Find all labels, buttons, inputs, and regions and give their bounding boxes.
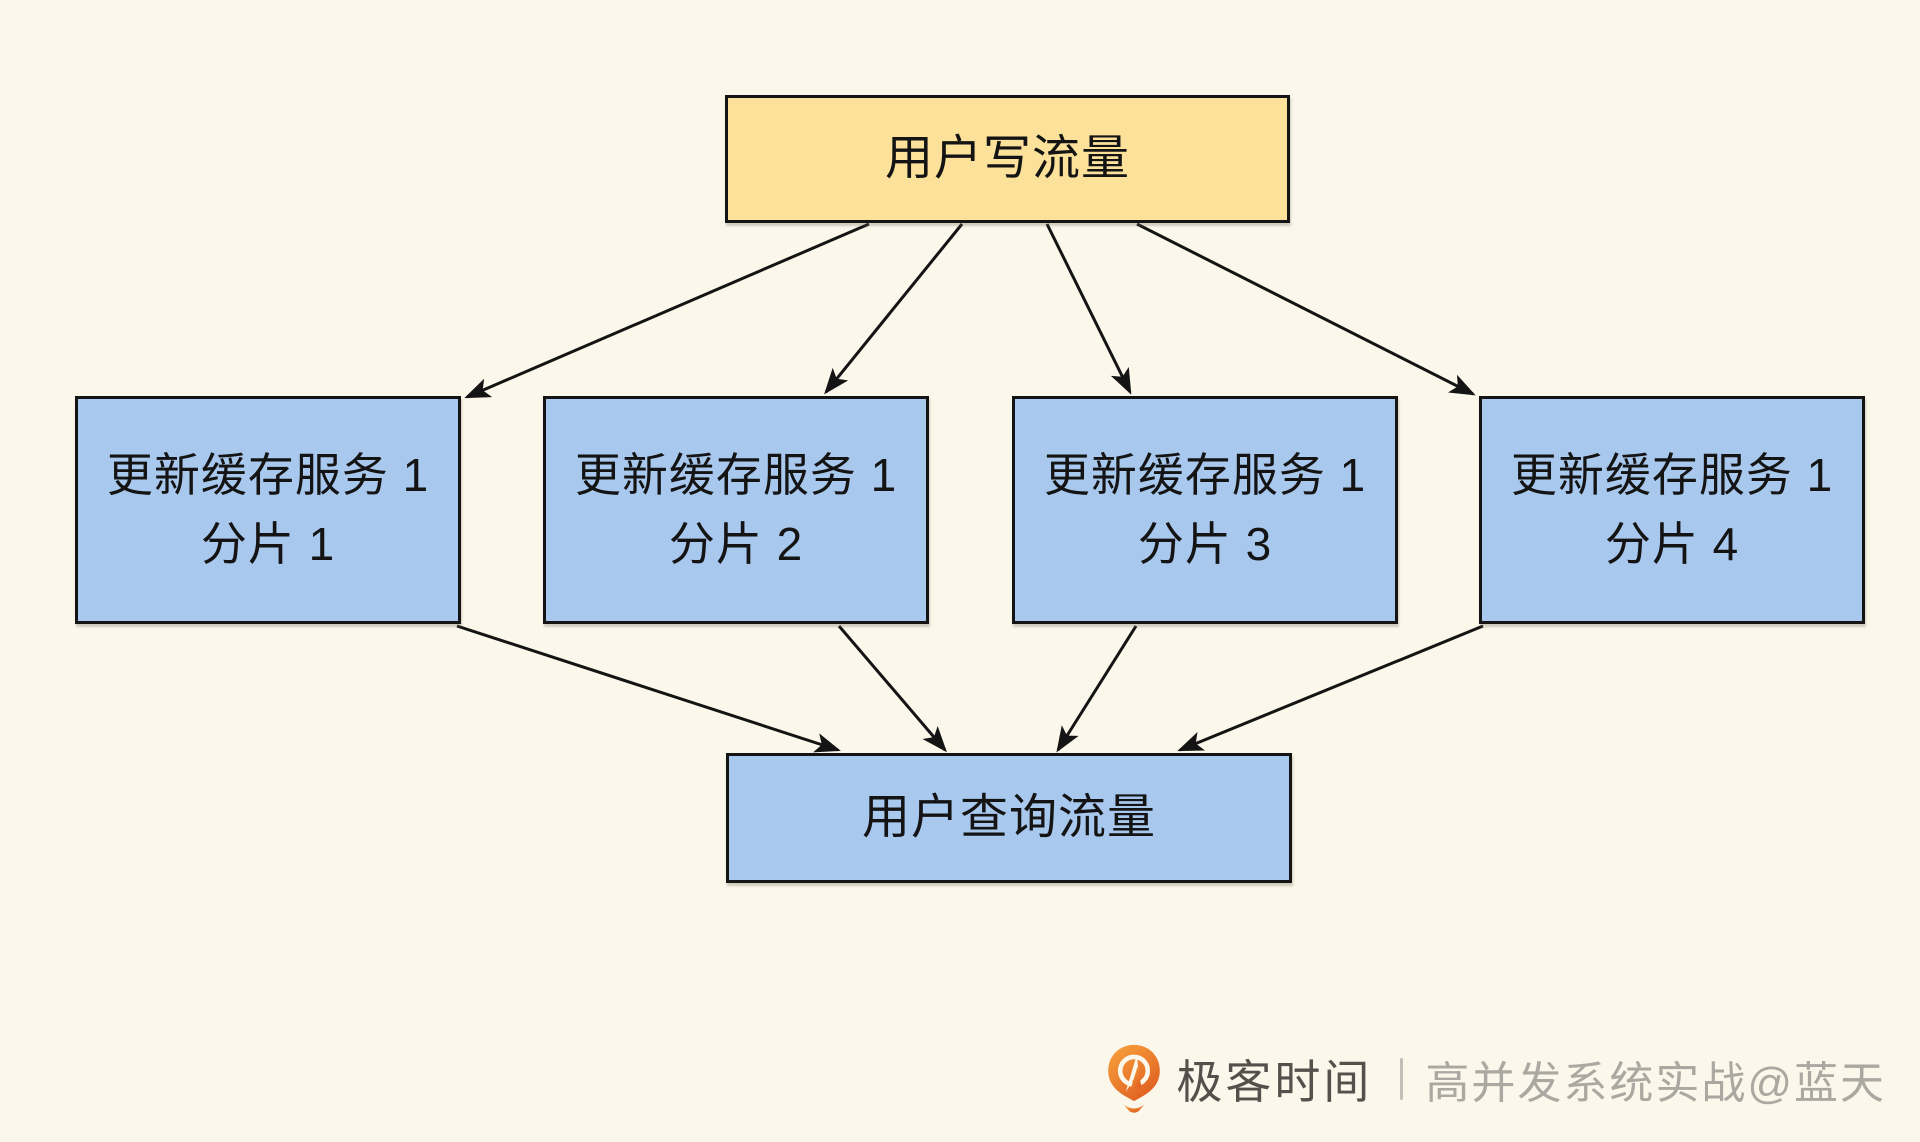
arrow-shard3-to-query [1056,625,1138,753]
arrow-shard2-to-query [837,625,947,753]
node-shard-2: 更新缓存服务 1 分片 2 [543,396,929,624]
node-label-line2: 分片 1 [200,518,336,570]
node-label: 用户查询流量 [861,791,1156,844]
node-label-line2: 分片 3 [1137,518,1273,570]
arrow-write-to-shard1 [464,222,870,399]
node-shard-3: 更新缓存服务 1 分片 3 [1012,396,1398,624]
arrow-write-to-shard4 [1136,222,1476,396]
node-user-query-traffic: 用户查询流量 [726,753,1292,883]
node-label-line1: 更新缓存服务 1 [574,449,898,501]
node-shard-4: 更新缓存服务 1 分片 4 [1479,396,1865,624]
arrow-shard4-to-query [1177,624,1484,752]
node-label: 用户写流量 [884,132,1130,185]
node-user-write-traffic: 用户写流量 [725,95,1290,223]
arrow-shard1-to-query [456,624,841,753]
arrow-write-to-shard3 [1045,223,1132,395]
node-label-line1: 更新缓存服务 1 [1510,449,1834,501]
arrow-write-to-shard2 [824,223,964,395]
node-label-line2: 分片 4 [1604,518,1740,570]
node-shard-1: 更新缓存服务 1 分片 1 [75,396,461,624]
geektime-logo-icon [1108,1044,1161,1113]
node-label-line1: 更新缓存服务 1 [106,449,430,501]
watermark-footer: 极客时间 高并发系统实战@蓝天 [1106,1044,1886,1114]
node-label-line1: 更新缓存服务 1 [1043,449,1367,501]
credit-text: 高并发系统实战@蓝天 [1425,1059,1886,1108]
node-label-line2: 分片 2 [668,518,804,570]
footer-divider [1400,1058,1404,1100]
brand-wordmark: 极客时间 [1176,1056,1373,1108]
